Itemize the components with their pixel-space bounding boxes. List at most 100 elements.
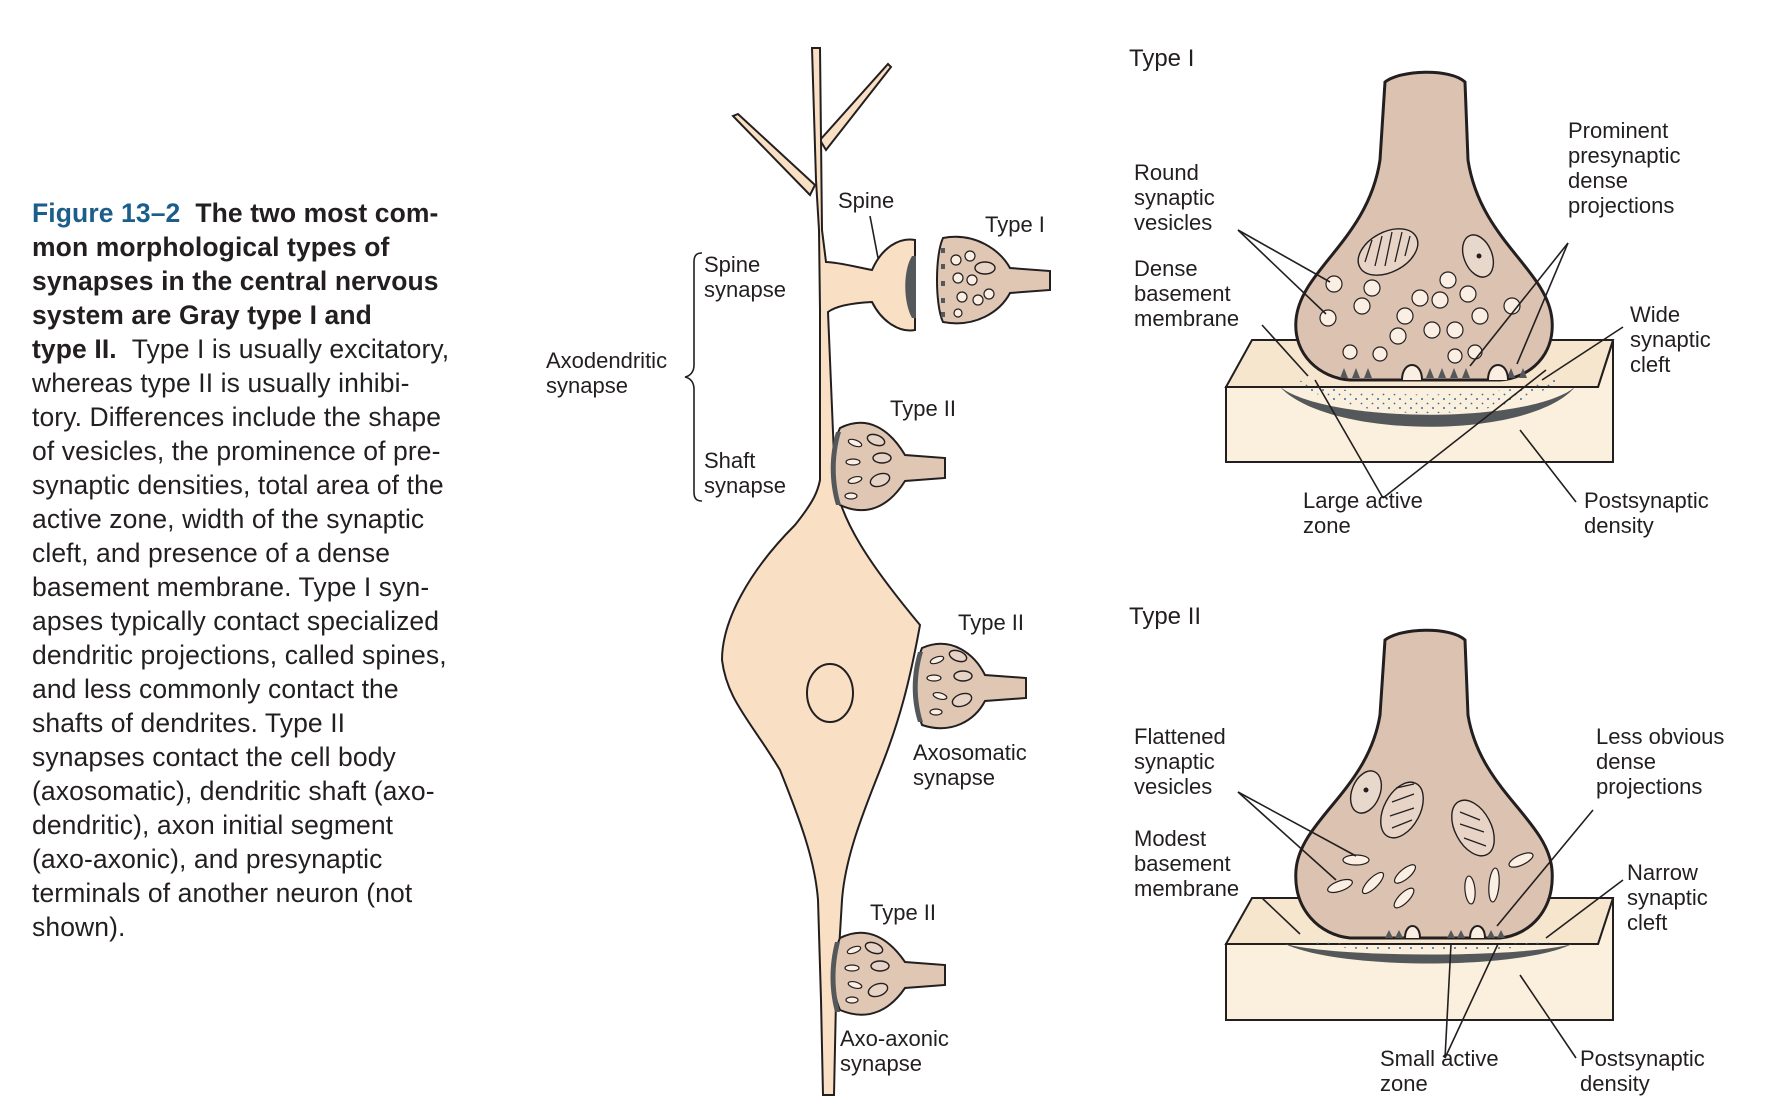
type-ii-mitochondria	[1380, 781, 1495, 857]
type-i-dense-projections	[1340, 368, 1527, 378]
caption-line-20: (axo-axonic), and presynaptic	[32, 844, 383, 874]
type-ii-panel	[1224, 628, 1624, 1059]
neuron-drawing	[684, 47, 1051, 1096]
dendrite-branch-right	[818, 62, 893, 152]
type-i-panel-title: Type I	[1129, 45, 1194, 72]
type-i-spine-vesicles	[950, 250, 996, 318]
small-active-zone-label-2: zone	[1380, 1071, 1428, 1096]
caption-line-17: synapses contact the cell body	[32, 742, 396, 772]
caption-line-8: of vesicles, the prominence of pre-	[32, 436, 441, 466]
axoaxonic-label-2: synapse	[840, 1051, 922, 1076]
type-i-panel	[1224, 70, 1624, 503]
narrow-cleft-label-3: cleft	[1627, 910, 1667, 935]
shaft-postsynaptic-density	[830, 432, 841, 505]
less-obvious-projections-label-2: dense	[1596, 749, 1656, 774]
type-i-presynaptic-terminal	[1294, 70, 1554, 382]
axoaxonic-flat-vesicles	[844, 941, 890, 1004]
flattened-vesicles-label-1: Flattened	[1134, 724, 1226, 749]
axosomatic-flat-vesicles	[926, 649, 973, 716]
type-ii-postsynaptic-density-label-1: Postsynaptic	[1580, 1046, 1705, 1071]
caption-line-6: whereas type II is usually inhibi-	[32, 368, 410, 398]
caption-line-22: shown).	[32, 912, 126, 942]
type-i-spine-dense-projections	[941, 248, 945, 317]
spine-postsynaptic-density	[905, 256, 916, 318]
caption-line-16: shafts of dendrites. Type II	[32, 708, 346, 738]
caption-line-7: tory. Differences include the shape	[32, 402, 442, 432]
type-ii-axosomatic-terminal	[914, 642, 1027, 730]
type-i-postsynaptic-density	[1280, 387, 1575, 427]
figure-caption: Figure 13–2 The two most com- mon morpho…	[32, 196, 502, 944]
axoaxonic-postsynaptic-density	[830, 942, 840, 1012]
dense-basement-label-3: membrane	[1134, 306, 1239, 331]
caption-line-13: apses typically contact specialized	[32, 606, 440, 636]
round-vesicles-label-3: vesicles	[1134, 210, 1212, 235]
type-i-mitochondrion	[1357, 228, 1419, 276]
caption-line-9: synaptic densities, total area of the	[32, 470, 444, 500]
caption-line-2: mon morphological types of	[32, 232, 390, 262]
dense-basement-label-2: basement	[1134, 281, 1231, 306]
flattened-vesicles-label-2: synaptic	[1134, 749, 1215, 774]
small-active-zone-label-1: Small active	[1380, 1046, 1499, 1071]
caption-line-1: Figure 13–2 The two most com-	[32, 198, 439, 228]
wide-cleft-label-2: synaptic	[1630, 327, 1711, 352]
type-i-organelle	[1461, 234, 1495, 278]
type-ii-postsynaptic-density-label-2: density	[1580, 1071, 1650, 1096]
shaft-flat-vesicles	[844, 433, 892, 500]
type-ii-organelle	[1349, 770, 1383, 814]
type-ii-axon-label: Type II	[870, 900, 936, 925]
less-obvious-projections-label-1: Less obvious	[1596, 724, 1724, 749]
large-active-zone-label-1: Large active	[1303, 488, 1423, 513]
type-i-postsynaptic-density-label-2: density	[1584, 513, 1654, 538]
caption-line-10: active zone, width of the synaptic	[32, 504, 425, 534]
nucleus	[806, 663, 854, 723]
flattened-vesicles-label-3: vesicles	[1134, 774, 1212, 799]
axodendritic-label-1: Axodendritic	[546, 348, 667, 373]
caption-line-3: synapses in the central nervous	[32, 266, 439, 296]
figure-label: Figure 13–2	[32, 198, 181, 228]
caption-line-18: (axosomatic), dendritic shaft (axo-	[32, 776, 435, 806]
type-ii-synaptic-cleft	[1300, 940, 1560, 952]
prominent-projections-label-2: presynaptic	[1568, 143, 1681, 168]
modest-basement-label-3: membrane	[1134, 876, 1239, 901]
dense-basement-label-1: Dense	[1134, 256, 1198, 281]
spine-leader	[869, 215, 879, 259]
prominent-projections-label-1: Prominent	[1568, 118, 1668, 143]
type-ii-dense-projections	[1385, 930, 1505, 938]
shaft-synapse-label-1: Shaft	[704, 448, 755, 473]
type-i-round-vesicles	[1319, 271, 1521, 364]
modest-basement-label-1: Modest	[1134, 826, 1206, 851]
round-vesicles-label-1: Round	[1134, 160, 1199, 185]
type-ii-soma-label: Type II	[958, 610, 1024, 635]
axodendritic-brace	[684, 252, 703, 502]
prominent-projections-label-3: dense	[1568, 168, 1628, 193]
axosomatic-postsynaptic-density	[912, 652, 923, 722]
wide-cleft-label-1: Wide	[1630, 302, 1680, 327]
spine-synapse-label-2: synapse	[704, 277, 786, 302]
caption-line-12: basement membrane. Type I syn-	[32, 572, 430, 602]
modest-basement-label-2: basement	[1134, 851, 1231, 876]
neuron-body	[720, 47, 922, 1096]
narrow-cleft-label-2: synaptic	[1627, 885, 1708, 910]
type-ii-panel-title: Type II	[1129, 603, 1201, 630]
round-vesicles-label-2: synaptic	[1134, 185, 1215, 210]
type-i-postsynaptic-density-label-1: Postsynaptic	[1584, 488, 1709, 513]
type-i-synaptic-cleft	[1292, 378, 1560, 414]
axosomatic-label-2: synapse	[913, 765, 995, 790]
caption-line-21: terminals of another neuron (not	[32, 878, 413, 908]
caption-line-15: and less commonly contact the	[32, 674, 399, 704]
type-ii-flattened-vesicles	[1327, 852, 1534, 909]
type-i-spine-label: Type I	[985, 212, 1045, 237]
type-ii-postsynaptic-density	[1285, 944, 1572, 964]
caption-line-11: cleft, and presence of a dense	[32, 538, 391, 568]
axoaxonic-label-1: Axo-axonic	[840, 1026, 949, 1051]
caption-line-19: dendritic), axon initial segment	[32, 810, 394, 840]
spine-synapse-label-1: Spine	[704, 252, 760, 277]
large-active-zone-label-2: zone	[1303, 513, 1351, 538]
axosomatic-label-1: Axosomatic	[913, 740, 1027, 765]
caption-line-4: system are Gray type I and	[32, 300, 372, 330]
axodendritic-label-2: synapse	[546, 373, 628, 398]
caption-line-5: type II. Type I is usually excitatory,	[32, 334, 450, 364]
prominent-projections-label-4: projections	[1568, 193, 1674, 218]
caption-line-14: dendritic projections, called spines,	[32, 640, 447, 670]
